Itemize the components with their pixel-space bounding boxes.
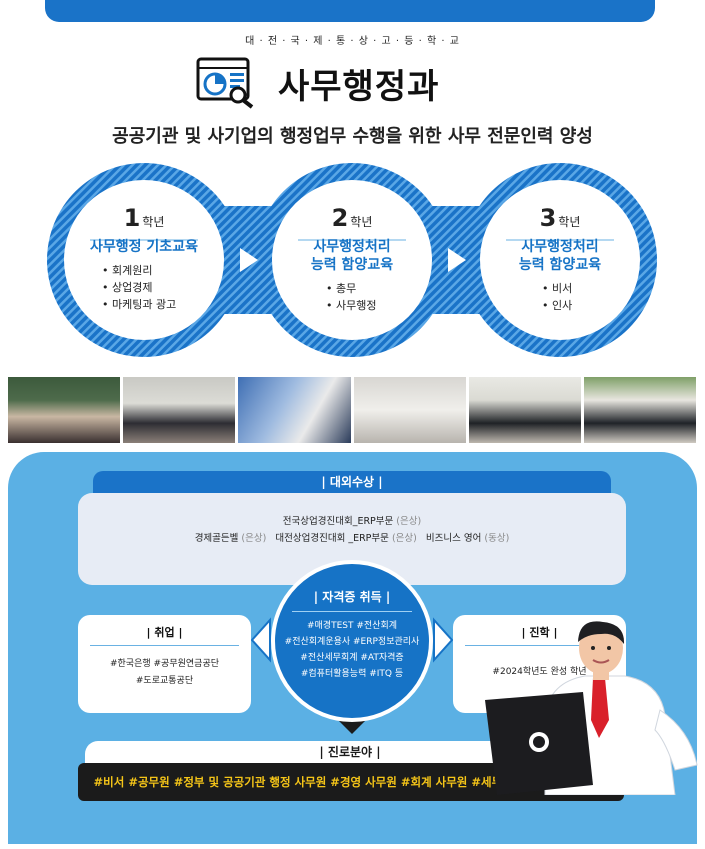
title-row: 사무행정과 (196, 56, 439, 110)
grade-1: 1학년 사무행정 기초교육 회계원리 상업경제 마케팅과 광고 (64, 204, 224, 313)
grade-title-line: 능력 함양교육 (310, 257, 394, 273)
grade-number: 3 (539, 204, 557, 232)
certification-line: #컴퓨터활용능력 #ITQ 등 (300, 669, 404, 679)
student-presentation-photo (238, 377, 351, 443)
grade-2: 2학년 사무행정처리 능력 함양교육 총무 사무행정 (272, 204, 432, 314)
photo-strip (8, 377, 697, 443)
page-title: 사무행정과 (278, 66, 440, 107)
grade-unit: 학년 (558, 215, 581, 229)
advancement-label: | 진학 | (521, 626, 558, 639)
certification-circle: | 자격증 취득 | #매경TEST #전산회계 #전산회계운용사 #ERP정보… (271, 560, 433, 722)
subject-item: 상업경제 (102, 279, 224, 296)
employment-line: #도로교통공단 (135, 676, 194, 686)
grade-unit: 학년 (142, 215, 165, 229)
page-subtitle: 공공기관 및 사기업의 행정업무 수행을 위한 사무 전문인력 양성 (112, 126, 593, 147)
computer-lab-photo (123, 377, 236, 443)
employment-line: #한국은행 #공무원연금공단 (109, 659, 220, 669)
grade-3: 3학년 사무행정처리 능력 함양교육 비서 인사 (480, 204, 640, 314)
certification-line: #전산회계운용사 #ERP정보관리사 (284, 637, 420, 647)
certification-label: | 자격증 취득 | (313, 590, 391, 604)
award-text: 전국상업경진대회_ERP부문 (282, 516, 394, 527)
award-medal: (은상) (391, 533, 417, 544)
grade-number: 1 (123, 204, 141, 232)
employment-box: | 취업 | #한국은행 #공무원연금공단 #도로교통공단 (78, 615, 251, 713)
award-medal: (은상) (241, 533, 267, 544)
grade-curriculum: 1학년 사무행정 기초교육 회계원리 상업경제 마케팅과 광고 2학년 사무행정… (0, 160, 705, 360)
grade-title-line: 능력 함양교육 (518, 257, 602, 273)
employment-label: | 취업 | (146, 626, 183, 639)
subject-item: 사무행정 (326, 297, 432, 314)
computer-room-photo (468, 377, 581, 443)
grade-title-line: 사무행정 기초교육 (90, 239, 198, 255)
students-at-computers-photo (583, 377, 697, 443)
awards-label: | 대외수상 | (93, 471, 611, 493)
grade-unit: 학년 (350, 215, 373, 229)
analysis-report-icon (196, 57, 254, 109)
grade-title-line: 사무행정처리 (521, 239, 599, 255)
advancement-line: #2024학년도 완성 학년 (492, 667, 587, 677)
top-banner (45, 0, 655, 22)
grade-title-line: 사무행정처리 (313, 239, 391, 255)
classroom-photo (8, 377, 121, 443)
classroom-wall-photo (353, 377, 466, 443)
award-text: 대전상업경진대회 _ERP부문 (275, 533, 389, 544)
award-medal: (은상) (396, 516, 422, 527)
subject-item: 마케팅과 광고 (102, 296, 224, 313)
certification-line: #매경TEST #전산회계 (306, 621, 398, 631)
award-text: 비즈니스 영어 (425, 533, 482, 544)
student-with-laptop-illustration (485, 621, 698, 795)
grade-number: 2 (331, 204, 349, 232)
subject-item: 인사 (542, 297, 640, 314)
school-name: 대 · 전 · 국 · 제 · 통 · 상 · 고 · 등 · 학 · 교 (245, 36, 460, 47)
subject-item: 비서 (542, 280, 640, 297)
award-text: 경제골든벨 (194, 533, 239, 544)
subject-item: 총무 (326, 280, 432, 297)
award-medal: (동상) (484, 533, 510, 544)
subject-item: 회계원리 (102, 262, 224, 279)
certification-line: #전산세무회계 #AT자격증 (300, 653, 404, 663)
